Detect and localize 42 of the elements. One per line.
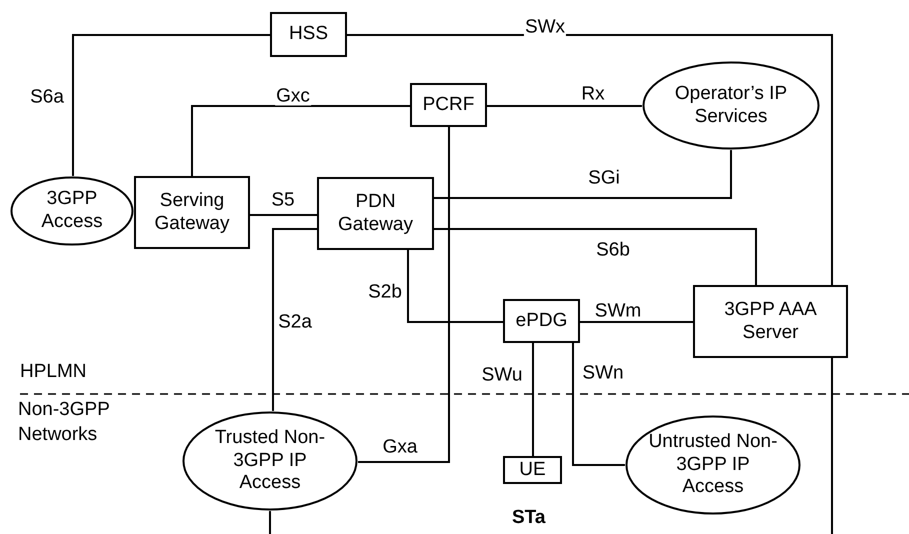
region-label: Non-3GPP Networks [18,398,111,447]
connector-line [572,343,625,466]
region-label: STa [512,506,546,530]
node-label: PDN Gateway [337,190,414,236]
connector-line [487,105,642,107]
connector-line [72,34,270,176]
node-label: Serving Gateway [154,190,230,236]
entity-box [503,456,562,484]
connector-line [532,343,534,456]
connector-line [434,150,732,199]
node-label: HSS [288,23,330,46]
entity-ellipse [625,415,801,515]
entity-box [410,83,487,127]
entity-ellipse [642,61,820,150]
entity-box [693,285,848,358]
node-label: 3GPP AAA Server [723,298,818,344]
connector-line [269,511,271,534]
entity-box [134,176,250,249]
entity-box [317,177,434,250]
entity-box [270,12,347,57]
node-label: Operator’s IP Services [674,82,788,128]
node-label: UE [518,458,547,482]
node-label: PCRF [422,94,476,116]
node-label: 3GPP Access [40,188,104,234]
connector-line [272,228,317,412]
edge-label: SWx [524,18,566,36]
connector-line [250,214,317,216]
node-label: ePDG [514,310,568,332]
connector-line [358,127,450,463]
entity-ellipse [10,176,134,246]
node-label: Trusted Non-3GPP IP Access [214,426,326,496]
entity-ellipse [182,411,358,511]
connector-line [191,105,410,176]
connector-line [347,34,833,285]
node-label: Untrusted Non-3GPP IP Access [648,430,778,500]
connector-line [580,321,693,323]
entity-box [503,299,580,343]
region-label: HPLMN [20,360,87,384]
connector-line [407,250,503,323]
connector-line [434,228,757,285]
connector-line [831,358,833,534]
edge-label: Gxc [275,86,311,106]
